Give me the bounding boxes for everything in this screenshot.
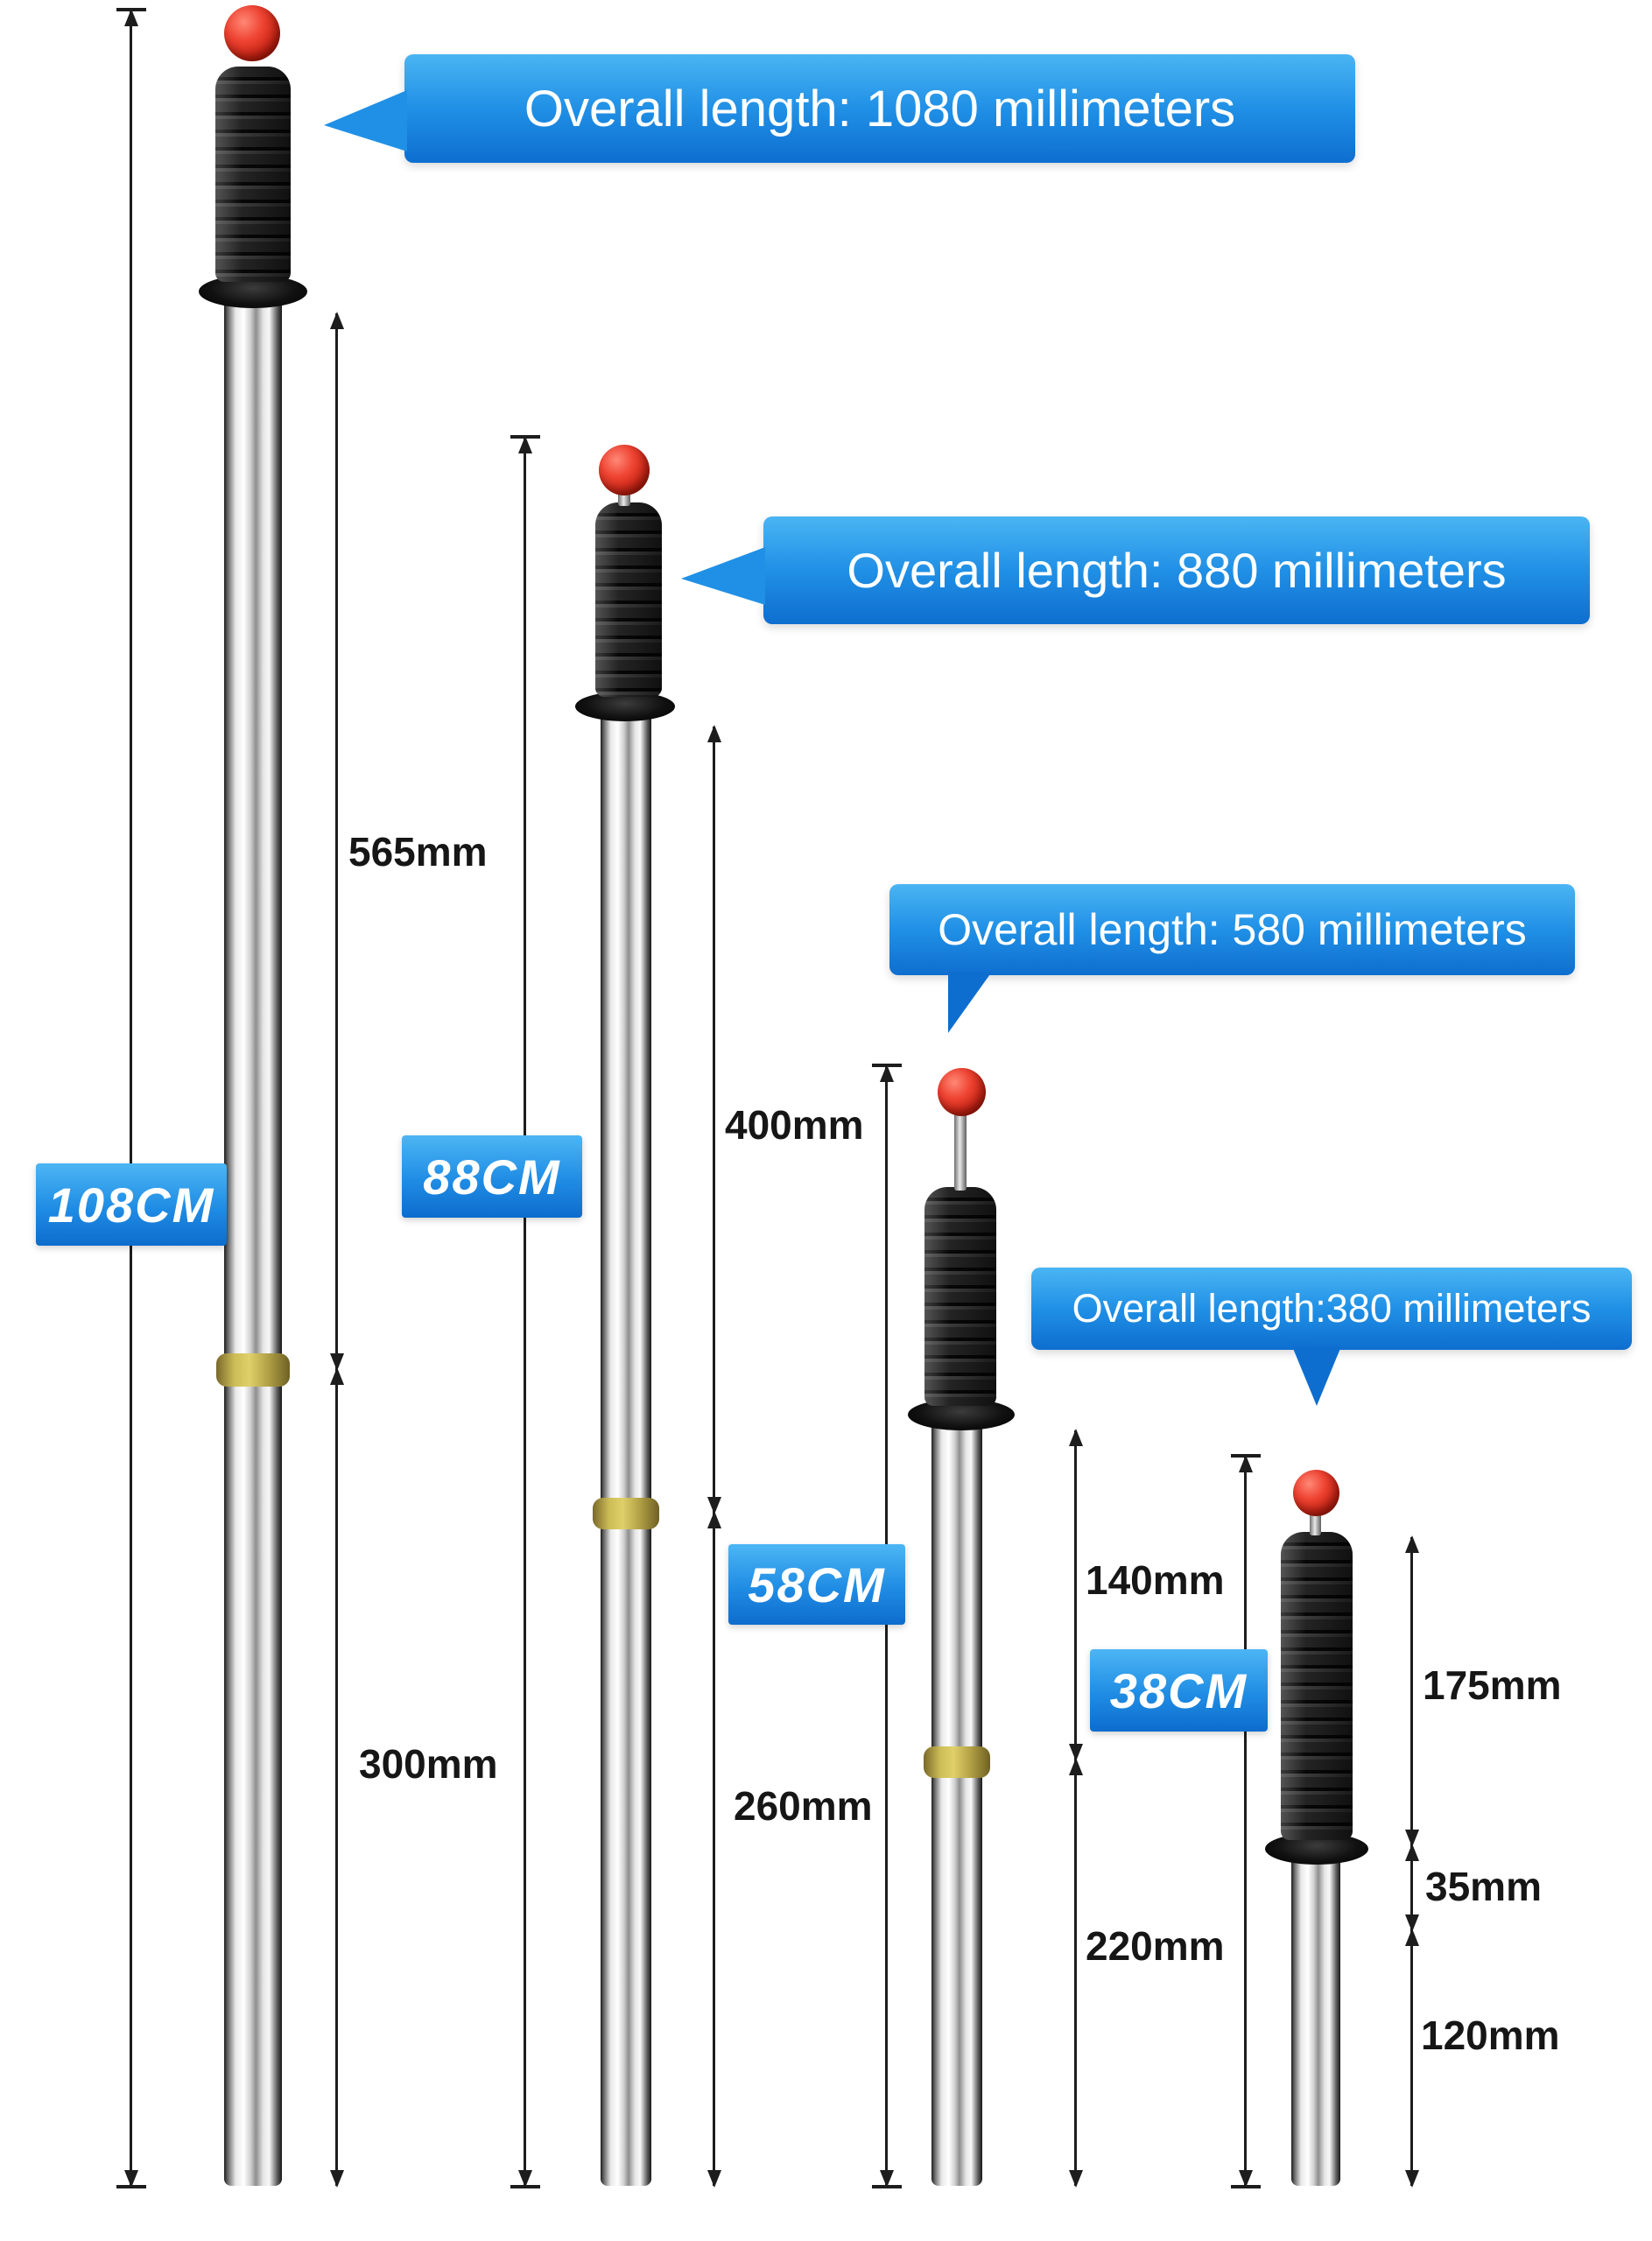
dimension-line-35mm	[1410, 1845, 1413, 1930]
dimension-end-cap	[871, 1064, 902, 1067]
callout-overall-length-880: Overall length: 880 millimeters	[763, 516, 1590, 624]
knob-stem	[1310, 1511, 1321, 1535]
callout-tail	[681, 547, 765, 605]
callout-tail	[324, 90, 407, 151]
limit-ring	[216, 1353, 290, 1387]
callout-overall-length-380: Overall length:380 millimeters	[1031, 1268, 1632, 1350]
dimension-label: 565mm	[348, 829, 488, 875]
dimension-label: 120mm	[1421, 2013, 1560, 2058]
dimension-end-cap	[871, 2185, 902, 2188]
dimension-end-cap	[510, 2185, 540, 2188]
dimension-end-cap	[510, 435, 540, 439]
red-ball-knob	[1293, 1470, 1339, 1516]
size-label-108cm: 108CM	[36, 1163, 227, 1246]
chrome-shaft	[1291, 1859, 1340, 2186]
handle-grip	[1281, 1532, 1353, 1840]
dimension-label: 35mm	[1425, 1864, 1542, 1909]
callout-overall-length-1080: Overall length: 1080 millimeters	[404, 54, 1355, 163]
limit-ring	[593, 1498, 659, 1529]
red-ball-knob	[599, 445, 650, 495]
dimension-line-220mm	[1074, 1760, 1077, 2186]
dimension-label: 400mm	[725, 1102, 864, 1148]
dimension-end-cap	[1230, 1454, 1261, 1458]
knob-stem	[954, 1112, 967, 1191]
red-ball-knob	[224, 5, 280, 61]
chrome-shaft	[931, 1425, 982, 2186]
dimension-end-cap	[1230, 2185, 1261, 2188]
dimension-line-400mm	[713, 727, 715, 1513]
size-label-88cm: 88CM	[402, 1135, 582, 1218]
handle-grip	[215, 67, 291, 282]
size-label-58cm: 58CM	[728, 1544, 905, 1625]
dimension-line-140mm	[1074, 1430, 1077, 1760]
dimension-end-cap	[116, 2185, 146, 2188]
dimension-line-260mm	[713, 1513, 715, 2186]
dimension-label: 140mm	[1086, 1557, 1225, 1603]
overall-length-line	[510, 435, 540, 2188]
dimension-end-cap	[116, 8, 146, 11]
red-ball-knob	[938, 1068, 986, 1116]
dimension-line-300mm	[335, 1369, 338, 2186]
overall-length-line	[871, 1064, 902, 2188]
dimension-label: 260mm	[734, 1783, 873, 1829]
limit-ring	[924, 1746, 990, 1778]
chrome-shaft	[601, 716, 651, 2186]
chrome-shaft	[224, 301, 282, 2186]
handle-grip	[924, 1187, 996, 1406]
size-label-38cm: 38CM	[1090, 1649, 1268, 1732]
dimension-label: 300mm	[359, 1741, 498, 1787]
overall-length-line	[116, 8, 146, 2188]
callout-overall-length-580: Overall length: 580 millimeters	[889, 884, 1575, 975]
dimension-label: 175mm	[1423, 1662, 1562, 1708]
dimension-label: 220mm	[1086, 1923, 1225, 1969]
dimension-line-175mm	[1410, 1537, 1413, 1845]
overall-length-line	[1230, 1454, 1261, 2188]
callout-tail	[1292, 1346, 1341, 1406]
dimension-line-565mm	[335, 313, 338, 1369]
callout-tail	[948, 972, 992, 1033]
dimension-line-120mm	[1410, 1930, 1413, 2186]
handle-grip	[595, 502, 662, 697]
